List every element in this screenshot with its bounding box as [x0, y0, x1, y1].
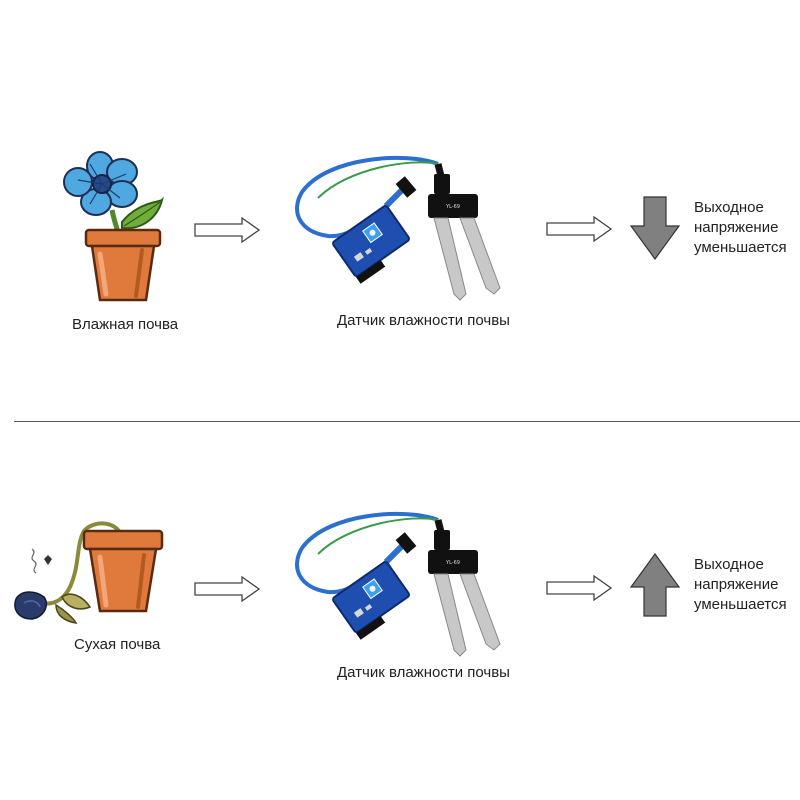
output-line: Выходное [694, 556, 764, 573]
outline-right-arrow-icon [546, 575, 612, 601]
svg-text:YL-69: YL-69 [445, 204, 460, 210]
wilted-flower-pot-icon [14, 521, 164, 624]
up-arrow-icon [630, 553, 680, 617]
wet-soil-section: Влажная почва YL-69 Датчик влажности поч… [63, 151, 787, 333]
output-line: уменьшается [694, 239, 787, 256]
sensor-label: Датчик влажности почвы [337, 312, 510, 329]
output-line: уменьшается [694, 596, 787, 613]
svg-text:YL-69: YL-69 [445, 560, 460, 566]
outline-right-arrow-icon [194, 217, 260, 243]
output-line: напряжение [694, 219, 779, 236]
section-divider [14, 421, 800, 422]
down-arrow-icon [630, 196, 680, 260]
healthy-flower-pot-icon [63, 151, 164, 302]
soil-label: Сухая почва [74, 636, 161, 653]
output-line: напряжение [694, 576, 779, 593]
sensor-label: Датчик влажности почвы [337, 664, 510, 681]
dry-soil-section: Сухая почва YL-69 Датчик влажности почвы [0, 400, 800, 800]
soil-label: Влажная почва [72, 316, 179, 333]
outline-right-arrow-icon [194, 576, 260, 602]
soil-moisture-sensor-image: YL-69 [295, 511, 501, 657]
output-description: Выходное напряжение уменьшается [694, 198, 787, 258]
output-description: Выходное напряжение уменьшается [694, 555, 787, 615]
soil-moisture-sensor-image: YL-69 [295, 155, 501, 301]
outline-right-arrow-icon [546, 216, 612, 242]
output-line: Выходное [694, 199, 764, 216]
